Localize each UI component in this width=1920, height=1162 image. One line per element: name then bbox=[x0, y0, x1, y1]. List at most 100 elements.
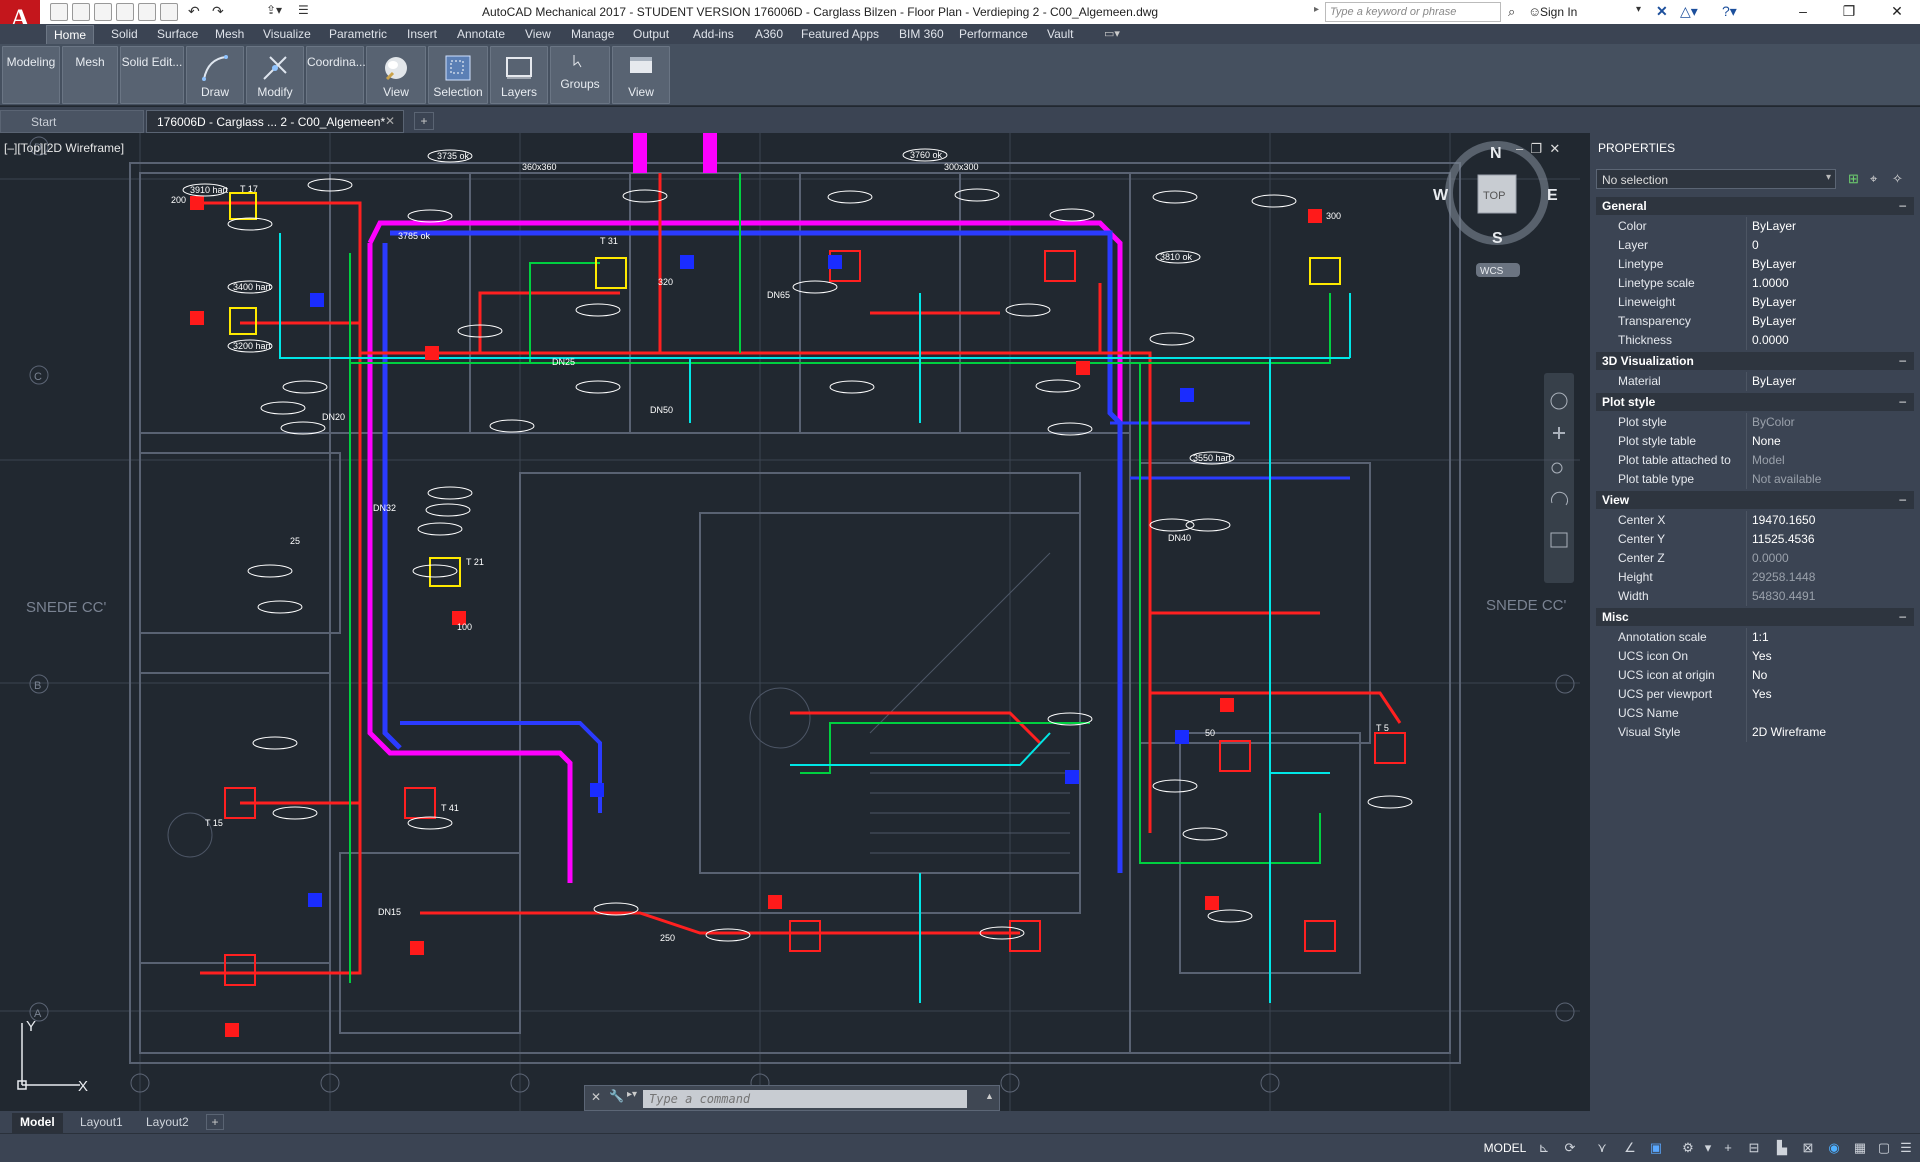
property-row[interactable]: UCS Name bbox=[1596, 704, 1914, 723]
collapse-icon[interactable]: – bbox=[1899, 353, 1906, 367]
new-icon[interactable] bbox=[50, 3, 68, 21]
view-panel-button[interactable]: View bbox=[366, 46, 426, 104]
tab-layout2[interactable]: Layout2 bbox=[146, 1115, 189, 1129]
tab-drawing[interactable]: 176006D - Carglass ... 2 - C00_Algemeen*… bbox=[146, 110, 404, 133]
save-as-icon[interactable] bbox=[116, 3, 134, 21]
command-recent-icon[interactable]: ▸▾ bbox=[627, 1089, 638, 1100]
tab-visualize[interactable]: Visualize bbox=[263, 27, 311, 41]
redo-icon[interactable]: ↷ bbox=[212, 3, 224, 19]
viewport-controls-label[interactable]: [–][Top][2D Wireframe] bbox=[4, 141, 125, 155]
isodraft-icon[interactable]: ⋎ bbox=[1597, 1140, 1607, 1155]
annotation-monitor-icon[interactable]: + bbox=[1724, 1140, 1732, 1155]
share-icon[interactable]: ⇪▾ bbox=[266, 3, 283, 17]
groups-panel-button[interactable]: Groups bbox=[550, 46, 610, 104]
object-snap-icon[interactable]: ▣ bbox=[1649, 1140, 1663, 1155]
restore-button[interactable]: ❐ bbox=[1842, 3, 1856, 19]
new-layout-icon[interactable]: + bbox=[206, 1114, 224, 1130]
draw-panel-button[interactable]: Draw bbox=[186, 46, 244, 104]
navigation-bar[interactable] bbox=[1544, 373, 1574, 583]
compass-north[interactable]: N bbox=[1490, 145, 1502, 162]
tab-annotate[interactable]: Annotate bbox=[457, 27, 506, 41]
dropdown-icon[interactable]: ▾ bbox=[1704, 1140, 1712, 1155]
compass-west[interactable]: W bbox=[1433, 187, 1449, 204]
units-icon[interactable]: ⊟ bbox=[1748, 1140, 1760, 1155]
select-objects-icon[interactable]: ⌖ bbox=[1870, 171, 1878, 186]
modeling-panel-button[interactable]: Modeling bbox=[2, 46, 60, 104]
user-icon[interactable]: ☺ bbox=[1528, 4, 1542, 19]
viewcube[interactable]: TOP N S E W WCS bbox=[1433, 141, 1558, 277]
tab-manage[interactable]: Manage bbox=[571, 27, 615, 41]
undo-icon[interactable]: ↶ bbox=[188, 3, 200, 19]
floor-plan-drawing[interactable]: D C B A SNEDE CC' SNEDE CC' bbox=[0, 133, 1580, 1111]
viewport-close-icon[interactable]: ✕ bbox=[1549, 141, 1561, 156]
search-expand-icon[interactable]: ▸ bbox=[1314, 4, 1320, 15]
sign-in-button[interactable]: Sign In bbox=[1540, 5, 1578, 19]
selection-panel-button[interactable]: Selection bbox=[428, 46, 488, 104]
collapse-icon[interactable]: – bbox=[1899, 394, 1906, 408]
tab-parametric[interactable]: Parametric bbox=[329, 27, 388, 41]
tab-bim-360[interactable]: BIM 360 bbox=[899, 27, 944, 41]
polar-tracking-icon[interactable]: ∠ bbox=[1624, 1140, 1636, 1155]
viewcube-top-face[interactable]: TOP bbox=[1483, 190, 1505, 202]
tab-a360[interactable]: A360 bbox=[755, 27, 784, 41]
tab-view[interactable]: View bbox=[525, 27, 551, 41]
tab-performance[interactable]: Performance bbox=[959, 27, 1028, 41]
command-input[interactable] bbox=[643, 1090, 967, 1108]
sign-in-dropdown-icon[interactable]: ▾ bbox=[1636, 4, 1642, 15]
command-customize-icon[interactable]: 🔧 bbox=[609, 1089, 624, 1103]
tab-model[interactable]: Model bbox=[12, 1113, 63, 1133]
viewport-minimize-icon[interactable]: – bbox=[1516, 141, 1524, 156]
customize-icon[interactable]: ☰ bbox=[1900, 1140, 1912, 1155]
section-misc[interactable]: Misc– bbox=[1596, 608, 1914, 626]
tab-solid[interactable]: Solid bbox=[111, 27, 138, 41]
collapse-icon[interactable]: – bbox=[1899, 609, 1906, 623]
tab-mesh[interactable]: Mesh bbox=[215, 27, 245, 41]
layers-panel-button[interactable]: Layers bbox=[490, 46, 548, 104]
compass-south[interactable]: S bbox=[1492, 230, 1503, 247]
command-history-icon[interactable]: ▲ bbox=[985, 1091, 994, 1101]
tab-start[interactable]: Start bbox=[0, 110, 144, 133]
tab-output[interactable]: Output bbox=[633, 27, 670, 41]
compass-east[interactable]: E bbox=[1547, 187, 1558, 204]
quick-properties-icon[interactable]: ▙ bbox=[1777, 1140, 1787, 1155]
tab-featured-apps[interactable]: Featured Apps bbox=[801, 27, 880, 41]
open-icon[interactable] bbox=[72, 3, 90, 21]
workspace-icon[interactable]: ⚙ bbox=[1682, 1140, 1694, 1155]
lock-ui-icon[interactable]: ⊠ bbox=[1802, 1140, 1814, 1155]
clean-screen-icon[interactable]: ▢ bbox=[1877, 1140, 1891, 1155]
collapse-icon[interactable]: – bbox=[1899, 198, 1906, 212]
plot-icon[interactable] bbox=[160, 3, 178, 21]
selection-dropdown[interactable]: No selection▾ bbox=[1596, 169, 1836, 189]
minimize-button[interactable]: – bbox=[1799, 3, 1807, 19]
mesh-panel-button[interactable]: Mesh bbox=[62, 46, 118, 104]
tab-home[interactable]: Home bbox=[46, 25, 95, 44]
search-input[interactable]: Type a keyword or phrase bbox=[1325, 2, 1501, 22]
view-tools-panel-button[interactable]: View bbox=[612, 46, 670, 104]
exchange-apps-icon[interactable]: ✕ bbox=[1656, 3, 1668, 19]
tab-insert[interactable]: Insert bbox=[407, 27, 438, 41]
toggle-pickadd-icon[interactable]: ⊞ bbox=[1848, 171, 1859, 186]
snap-icon[interactable]: ⟳ bbox=[1564, 1140, 1576, 1155]
hardware-acceleration-icon[interactable]: ▦ bbox=[1853, 1140, 1867, 1155]
section-3d-visualization[interactable]: 3D Visualization– bbox=[1596, 352, 1914, 370]
tab-add-ins[interactable]: Add-ins bbox=[693, 27, 734, 41]
viewport-restore-icon[interactable]: ❐ bbox=[1530, 141, 1543, 156]
quick-select-icon[interactable]: ✧ bbox=[1892, 171, 1903, 186]
